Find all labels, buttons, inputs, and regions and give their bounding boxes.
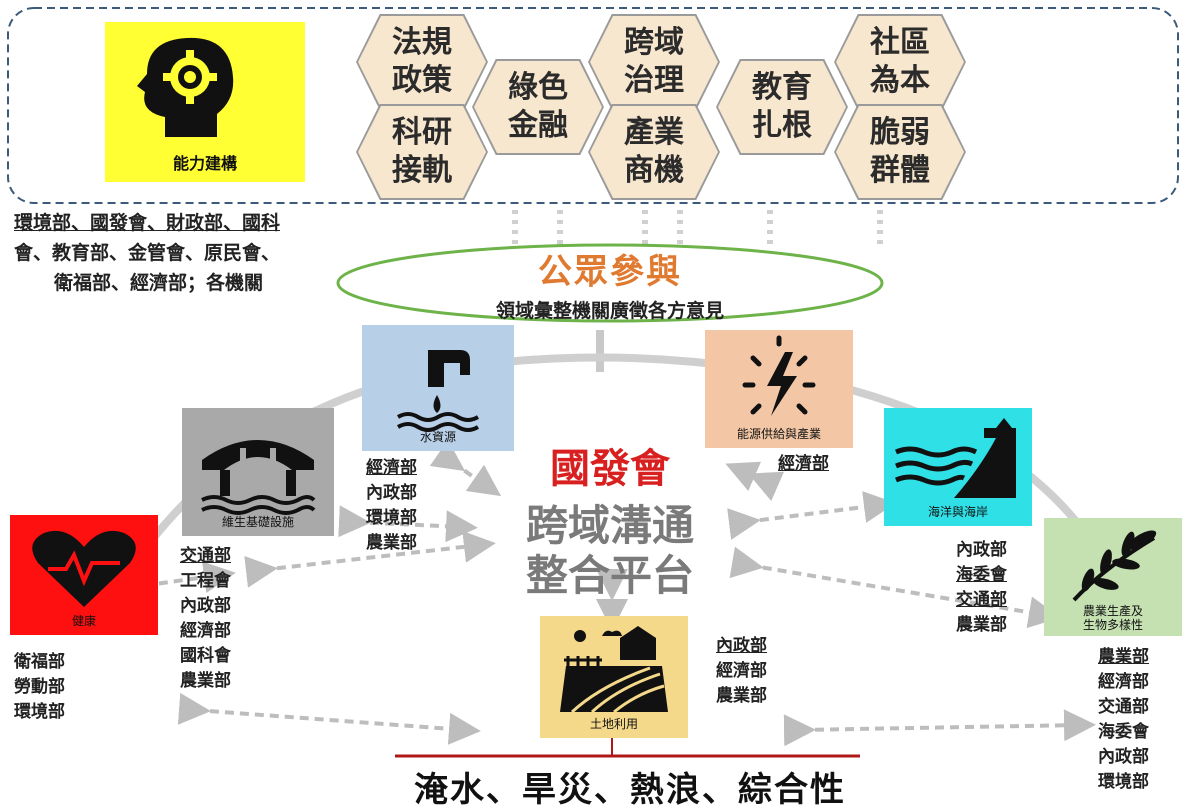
participation-agencies-line: 會、教育部、金管會、原民會、: [14, 242, 281, 264]
bridge-icon: [201, 440, 316, 515]
lightning-icon: [742, 335, 816, 416]
capacity-building-label: 能力建構: [172, 154, 237, 173]
leaf-branch-icon: [1072, 530, 1157, 602]
hex-cross-governance: 跨域 治理: [588, 14, 720, 110]
hex-community: 社區 為本: [834, 14, 966, 110]
infrastructure-label: 維生基礎設施: [221, 515, 294, 529]
participation-agencies: 環境部、國發會、財政部、國科 會、教育部、金管會、原民會、 衛福部、經濟部；各機…: [14, 208, 280, 298]
hex-green-finance: 綠色 金融: [472, 59, 604, 155]
agriculture-label: 農業生產及 生物多樣性: [1082, 604, 1143, 632]
ocean-agencies: 內政部 海委會 交通部 農業部: [956, 540, 1007, 635]
land-use-agencies: 內政部 經濟部 農業部: [716, 636, 767, 706]
ndc-org: 國發會: [550, 446, 670, 492]
participation-agencies-line: 衛福部、經濟部；各機關: [54, 272, 264, 294]
infrastructure-agencies: 交通部 工程會 內政部 經濟部 國科會 農業部: [180, 546, 231, 691]
energy-agencies: 經濟部: [778, 454, 829, 474]
ocean-tile: 海洋與海岸: [884, 408, 1032, 526]
land-use-label: 土地利用: [589, 717, 638, 731]
hex-regulation-policy: 法規 政策: [356, 14, 488, 110]
coast-icon: [895, 418, 1016, 498]
public-participation-title: 公眾參與: [538, 252, 682, 292]
heart-icon: [32, 530, 136, 607]
energy-tile: 能源供給與產業: [705, 330, 853, 448]
hex-research: 科研 接軌: [356, 104, 488, 200]
center-line1: 跨域溝通: [525, 501, 694, 550]
energy-label: 能源供給與產業: [736, 427, 821, 441]
hex-education: 教育 扎根: [716, 59, 848, 155]
water-label: 水資源: [419, 430, 456, 444]
infrastructure-tile: 維生基礎設施: [182, 408, 334, 536]
land-use-tile: 土地利用: [540, 616, 688, 738]
hex-vulnerable: 脆弱 群體: [834, 104, 966, 200]
faucet-icon: [396, 350, 480, 432]
hazards-label: 淹水、旱災、熱浪、綜合性: [414, 770, 846, 810]
agriculture-agencies: 農業部 經濟部 交通部 海委會 內政部 環境部: [1098, 647, 1149, 792]
health-label: 健康: [71, 614, 96, 628]
health-agencies: 衛福部 勞動部 環境部: [14, 652, 65, 722]
public-participation-subtitle: 領域彙整機關廣徵各方意見: [495, 300, 724, 322]
capacity-building-tile: 能力建構: [105, 22, 305, 182]
hex-industry: 產業 商機: [588, 104, 720, 200]
center-line2: 整合平台: [525, 551, 694, 600]
capacity-frame: [7, 7, 1179, 204]
public-participation-ellipse: [336, 243, 884, 323]
ocean-label: 海洋與海岸: [927, 505, 988, 519]
agriculture-tile: 農業生產及 生物多樣性: [1044, 518, 1182, 636]
water-tile: 水資源: [362, 325, 514, 451]
participation-agencies-line: 環境部、國發會、財政部、國科: [14, 212, 281, 234]
head-gear-icon: [137, 37, 234, 137]
farmland-icon: [560, 626, 668, 714]
health-tile: 健康: [10, 515, 158, 635]
water-agencies: 經濟部 內政部 環境部 農業部: [366, 458, 417, 553]
